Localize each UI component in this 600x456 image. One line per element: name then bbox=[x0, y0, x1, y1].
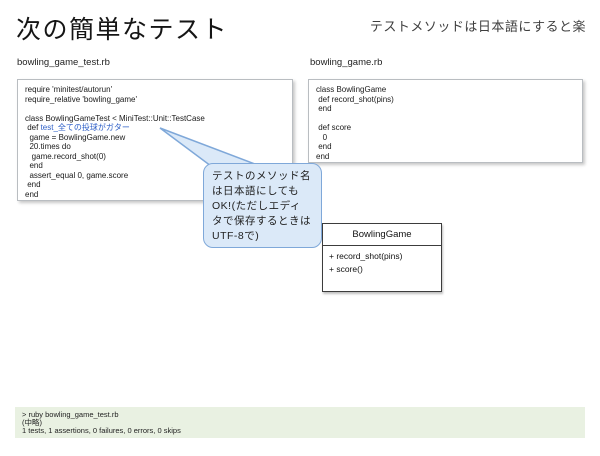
code-line bbox=[316, 114, 578, 124]
impl-file-name: bowling_game.rb bbox=[310, 57, 383, 68]
code-line: 20.times do bbox=[25, 142, 71, 151]
code-line: assert_equal 0, game.score bbox=[25, 170, 129, 180]
callout-line: UTF-8で) bbox=[212, 230, 260, 242]
code-line: game = BowlingGame.new bbox=[25, 132, 126, 142]
uml-method: + score() bbox=[329, 263, 363, 274]
code-line: game.record_shot(0) bbox=[25, 151, 106, 161]
callout-line: タで保存するときは bbox=[212, 215, 311, 227]
code-line: end bbox=[25, 180, 41, 189]
slide-title: 次の簡単なテスト bbox=[16, 16, 229, 44]
code-line: class BowlingGame bbox=[316, 85, 387, 94]
code-line: end bbox=[25, 189, 39, 199]
code-line: end bbox=[25, 161, 43, 170]
code-line: class BowlingGameTest < MiniTest::Unit::… bbox=[25, 113, 205, 123]
console-line: (中略) bbox=[22, 417, 42, 427]
def-keyword: def bbox=[25, 123, 41, 132]
slide-subtitle: テストメソッドは日本語にすると楽 bbox=[369, 19, 586, 34]
code-line bbox=[25, 104, 288, 114]
console-line: > ruby bowling_game_test.rb bbox=[22, 409, 119, 419]
code-line: end bbox=[316, 142, 332, 151]
code-line: require 'minitest/autorun' bbox=[25, 85, 113, 94]
japanese-test-method-name: test_全ての投球がガター bbox=[40, 123, 130, 132]
uml-class-box: BowlingGame + record_shot(pins) + score(… bbox=[322, 223, 442, 292]
uml-method: + record_shot(pins) bbox=[329, 251, 403, 261]
console-output: > ruby bowling_game_test.rb (中略) 1 tests… bbox=[15, 407, 585, 438]
code-line: end bbox=[316, 151, 330, 161]
console-line: 1 tests, 1 assertions, 0 failures, 0 err… bbox=[22, 426, 181, 436]
code-line: end bbox=[316, 104, 332, 113]
code-line: def score bbox=[316, 123, 352, 132]
callout-line: は日本語にしても bbox=[212, 185, 300, 197]
impl-code-panel: class BowlingGame def record_shot(pins) … bbox=[308, 79, 583, 163]
callout-line: OK!(ただしエディ bbox=[212, 200, 301, 212]
callout-line: テストのメソッド名 bbox=[212, 170, 311, 182]
code-line: require_relative 'bowling_game' bbox=[25, 94, 138, 104]
test-file-name: bowling_game_test.rb bbox=[17, 57, 110, 68]
uml-class-name: BowlingGame bbox=[323, 224, 441, 246]
uml-methods-compartment: + record_shot(pins) + score() bbox=[323, 246, 441, 279]
code-line: def record_shot(pins) bbox=[316, 94, 394, 104]
code-line-method-def: def test_全ての投球がガター bbox=[25, 123, 288, 133]
callout-bubble: テストのメソッド名 は日本語にしても OK!(ただしエディ タで保存するときは … bbox=[203, 163, 322, 248]
code-line: 0 bbox=[316, 132, 328, 142]
